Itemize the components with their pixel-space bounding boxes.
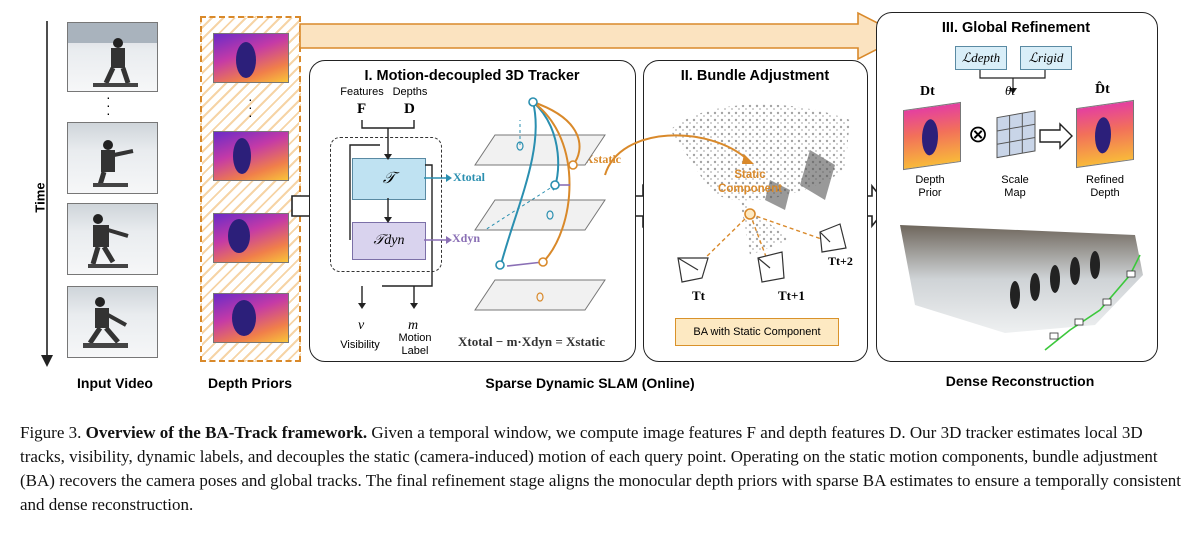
dt-label: Dt	[920, 84, 935, 99]
video-frame-4	[67, 286, 158, 358]
label-sparse-slam: Sparse Dynamic SLAM (Online)	[485, 375, 695, 391]
refinement-title: III. Global Refinement	[941, 20, 1091, 36]
label-depth-priors: Depth Priors	[207, 375, 292, 391]
x-dyn-label: Xdyn	[452, 231, 481, 245]
camera-pose-t2: Tt+2	[828, 254, 853, 268]
depth-prior-image	[903, 101, 961, 171]
label-dense-reconstruction: Dense Reconstruction	[945, 373, 1095, 389]
label-input-video: Input Video	[77, 375, 153, 391]
camera-icon	[677, 257, 709, 283]
depths-label: Depths	[392, 86, 428, 98]
visibility-label: Visibility	[340, 339, 380, 351]
plane-1	[474, 134, 606, 166]
depths-symbol: D	[404, 101, 415, 117]
ellipsis-dots: ···	[248, 91, 253, 123]
depth-prior-3	[213, 213, 289, 263]
snowboarder-figure-icon	[88, 214, 129, 268]
video-frame-2	[67, 122, 158, 194]
tracker-module-group	[330, 137, 442, 272]
ba-caption-box: BA with Static Component	[675, 318, 839, 346]
motion-label: Motion Label	[398, 332, 432, 357]
camera-poses	[677, 208, 847, 283]
video-frame-3	[67, 203, 158, 275]
static-component-label: Static Component	[718, 169, 782, 195]
camera-icon	[757, 251, 785, 283]
dense-reconstruction-render	[900, 225, 1143, 351]
features-symbol: F	[357, 101, 367, 117]
refined-depth-image	[1076, 99, 1134, 169]
plane-3	[474, 279, 606, 311]
top-flow-arrow	[299, 11, 905, 61]
snowboarder-figure-icon	[83, 297, 128, 348]
camera-icon	[819, 223, 847, 253]
motion-symbol: m	[408, 318, 419, 333]
loss-depth-box: ℒdepth	[955, 46, 1007, 70]
caption-lead: Figure 3.	[20, 423, 86, 442]
time-label: Time	[32, 182, 48, 213]
time-axis	[41, 21, 53, 367]
camera-pose-t: Tt	[692, 288, 705, 303]
snowboarder-figure-icon	[93, 140, 134, 187]
loss-rigid-box: ℒrigid	[1020, 46, 1072, 70]
refined-depth-caption: Refined Depth	[1086, 174, 1124, 199]
scale-map-grid	[996, 110, 1036, 159]
caption-bold: Overview of the BA-Track framework.	[85, 423, 368, 442]
snowboarder-figure-icon	[68, 23, 157, 87]
ba-title: II. Bundle Adjustment	[680, 68, 830, 84]
camera-pose-t1: Tt+1	[778, 288, 805, 303]
depth-prior-caption: Depth Prior	[915, 174, 945, 199]
video-frame-1	[67, 22, 158, 92]
ellipsis-dots: ···	[106, 89, 111, 121]
caption-text: Given a temporal window, we compute imag…	[20, 423, 1182, 514]
theta-label: θt	[1005, 83, 1015, 98]
features-label: Features	[340, 86, 384, 98]
scale-map-caption: Scale Map	[1001, 174, 1029, 199]
tracker-output-arrows	[424, 174, 452, 244]
x-total-label: Xtotal	[453, 170, 485, 184]
visibility-symbol: v	[358, 318, 365, 333]
depth-prior-1	[213, 33, 289, 83]
refine-arrow	[1039, 122, 1073, 150]
otimes-symbol: ⊗	[968, 121, 989, 148]
plane-2	[474, 199, 606, 231]
depth-prior-2	[213, 131, 289, 181]
dhat-label: D̂t	[1095, 82, 1110, 97]
track-planes-diagram	[474, 97, 606, 311]
tracker-Tdyn-box: 𝒯dyn	[352, 222, 426, 260]
depth-prior-4	[213, 293, 289, 343]
figure-caption: Figure 3. Overview of the BA-Track frame…	[20, 421, 1185, 517]
tracker-title: I. Motion-decoupled 3D Tracker	[364, 68, 580, 84]
static-component-link	[604, 134, 754, 176]
decoupling-equation: Xtotal − m·Xdyn = Xstatic	[458, 334, 605, 349]
loss-wiring	[979, 70, 1046, 94]
tracker-wiring	[349, 120, 433, 309]
